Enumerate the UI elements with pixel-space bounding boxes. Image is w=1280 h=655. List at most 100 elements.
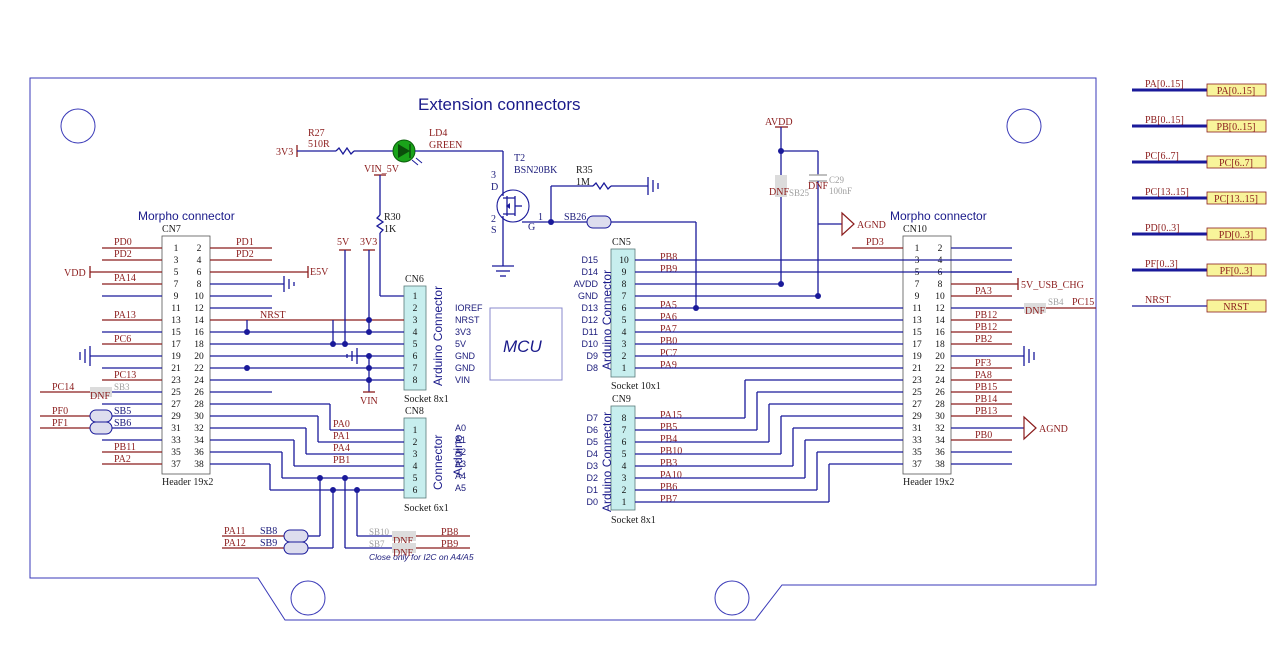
pin-number: 31 bbox=[912, 424, 922, 434]
sb7-dnf: DNF bbox=[393, 548, 413, 559]
net-agnd-top: AGND bbox=[857, 220, 886, 231]
net-label: PC7 bbox=[660, 348, 677, 359]
pin-number: 29 bbox=[912, 412, 922, 422]
pin-number: 25 bbox=[171, 388, 181, 398]
net-pd1: PD1 bbox=[236, 237, 254, 248]
pin-number: 32 bbox=[935, 424, 945, 434]
pin-name: D7 bbox=[586, 413, 598, 423]
net-pa11: PA11 bbox=[224, 526, 246, 537]
cn9-footer: Socket 8x1 bbox=[611, 515, 656, 526]
pin-name: 3V3 bbox=[455, 327, 471, 337]
net-label: PB5 bbox=[660, 422, 677, 433]
sb7-bridge bbox=[392, 543, 416, 553]
net-pb14: PB14 bbox=[975, 394, 997, 405]
pin-number: 4 bbox=[622, 462, 627, 472]
net-pd2-left: PD2 bbox=[114, 249, 132, 260]
sb4-dnf: DNF bbox=[1025, 306, 1045, 317]
pin-number: 4 bbox=[413, 328, 418, 338]
pin-number: 26 bbox=[935, 388, 945, 398]
pin-number: 31 bbox=[171, 424, 181, 434]
net-pd0: PD0 bbox=[114, 237, 132, 248]
pin-number: 20 bbox=[935, 352, 945, 362]
pin-number: 23 bbox=[912, 376, 922, 386]
net-pb13: PB13 bbox=[975, 406, 997, 417]
pin-number: 2 bbox=[622, 486, 627, 496]
port-label: PA[0..15] bbox=[1217, 86, 1256, 97]
pin-number: 7 bbox=[622, 292, 627, 302]
port-label: PB[0..15] bbox=[1217, 122, 1256, 133]
cn7-ref: CN7 bbox=[162, 224, 181, 235]
pin-number: 4 bbox=[413, 462, 418, 472]
pin-number: 4 bbox=[938, 256, 943, 266]
net-agnd-right: AGND bbox=[1039, 424, 1068, 435]
sb25-label: SB25 bbox=[789, 188, 810, 198]
pin-number: 21 bbox=[912, 364, 922, 374]
pin-number: 7 bbox=[413, 364, 418, 374]
sb3-dnf: DNF bbox=[90, 391, 110, 402]
pin-number: 6 bbox=[938, 268, 943, 278]
pin-name: D8 bbox=[586, 363, 598, 373]
port-box bbox=[1206, 227, 1267, 241]
net-label: PB7 bbox=[660, 494, 677, 505]
pin-number: 16 bbox=[194, 328, 204, 338]
pin-number: 11 bbox=[912, 304, 921, 314]
pin-name: D11 bbox=[582, 327, 598, 337]
cn6-footer: Socket 8x1 bbox=[404, 394, 449, 405]
net-pb0-right: PB0 bbox=[975, 430, 992, 441]
cn7-right-wiring: PD1 PD2 E5V NRST bbox=[210, 237, 404, 493]
pin-number: 38 bbox=[935, 460, 945, 470]
pin-name: NRST bbox=[455, 315, 480, 325]
net-pb12-b: PB12 bbox=[975, 322, 997, 333]
pin-number: 4 bbox=[197, 256, 202, 266]
pin-number: 14 bbox=[935, 316, 945, 326]
pin-number: 2 bbox=[938, 244, 943, 254]
pin-number: 15 bbox=[171, 328, 181, 338]
net-pa2: PA2 bbox=[114, 454, 131, 465]
pin-number: 37 bbox=[912, 460, 922, 470]
r30-value: 1K bbox=[384, 224, 397, 235]
pin-number: 26 bbox=[194, 388, 204, 398]
net-3v3-top: 3V3 bbox=[276, 147, 293, 158]
net-label: PB10 bbox=[660, 446, 682, 457]
pin-number: 3 bbox=[413, 316, 418, 326]
pin-name: A2 bbox=[455, 447, 466, 457]
net-pb11: PB11 bbox=[114, 442, 136, 453]
net-pb8-bottom: PB8 bbox=[441, 527, 458, 538]
pin-name: D10 bbox=[581, 339, 598, 349]
cn6-socket bbox=[403, 285, 427, 391]
sb8-label: SB8 bbox=[260, 526, 277, 537]
t2-pin-g: G bbox=[528, 222, 535, 233]
t2-value: BSN20BK bbox=[514, 165, 558, 176]
pin-number: 20 bbox=[194, 352, 204, 362]
cn5-ref: CN5 bbox=[612, 237, 631, 248]
pin-name: A4 bbox=[455, 471, 466, 481]
pin-name: A0 bbox=[455, 423, 466, 433]
cn10-wiring: PD3 5V_USB_CHG PA3 SB4 DNF PC15 PB12 PB1… bbox=[852, 237, 1096, 465]
port-net-label: PC[13..15] bbox=[1145, 187, 1189, 198]
pin-name: A5 bbox=[455, 483, 466, 493]
pin-name: D12 bbox=[581, 315, 598, 325]
pin-number: 5 bbox=[174, 268, 179, 278]
cn8-vertical-label-2: Connector bbox=[431, 435, 445, 490]
t2-pin-1: 1 bbox=[538, 212, 543, 223]
net-label: PA10 bbox=[660, 470, 682, 481]
net-label: PA7 bbox=[660, 324, 677, 335]
net-pc13: PC13 bbox=[114, 370, 136, 381]
port-net-label: PB[0..15] bbox=[1145, 115, 1184, 126]
pin-number: 6 bbox=[622, 438, 627, 448]
net-pd2-right: PD2 bbox=[236, 249, 254, 260]
pin-number: 1 bbox=[915, 244, 920, 254]
pin-name: D6 bbox=[586, 425, 598, 435]
agnd-symbol bbox=[1023, 415, 1037, 441]
pin-number: 3 bbox=[413, 450, 418, 460]
cn9-wiring bbox=[635, 379, 903, 503]
sb6-bridge bbox=[89, 421, 113, 435]
pin-number: 13 bbox=[171, 316, 181, 326]
pin-name: D2 bbox=[586, 473, 598, 483]
r27-ref: R27 bbox=[308, 128, 325, 139]
